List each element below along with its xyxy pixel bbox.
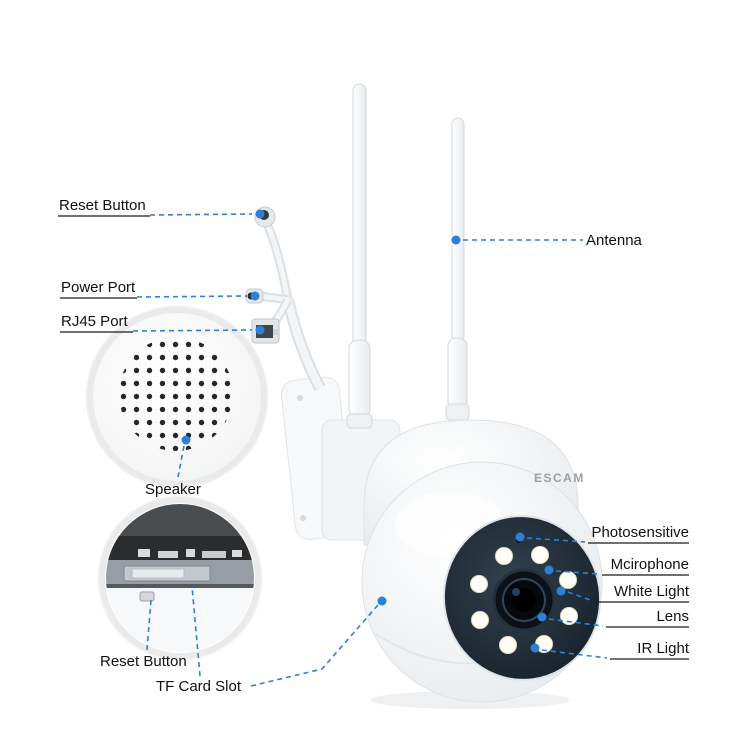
leader-line: [136, 295, 248, 298]
leader-line: [149, 213, 253, 216]
label-lens: Lens: [656, 608, 689, 625]
speaker-hole-grid: [119, 337, 233, 451]
antenna-right: [445, 117, 470, 421]
label-tf-card-slot: TF Card Slot: [156, 678, 242, 695]
annotation-dots: [181, 209, 566, 653]
led: [471, 611, 489, 629]
rj45-cable-connector: [251, 318, 280, 344]
antenna-left: [346, 83, 373, 429]
label-reset-button-bottom: Reset Button: [100, 653, 187, 670]
marker-dot: [537, 612, 547, 622]
marker-dot: [255, 325, 265, 335]
label-microphone: Mcirophone: [610, 556, 689, 573]
led: [470, 575, 488, 593]
led: [559, 571, 577, 589]
label-white-light: White Light: [613, 583, 689, 600]
marker-dot: [530, 643, 540, 653]
label-photosensitive: Photosensitive: [591, 524, 689, 541]
marker-dot: [250, 291, 260, 301]
label-rj45-port: RJ45 Port: [61, 313, 128, 330]
marker-dot: [451, 235, 461, 245]
label-power-port: Power Port: [61, 279, 136, 296]
leader-line: [526, 537, 586, 543]
leader-line: [250, 604, 379, 687]
pigtail-cables: [258, 219, 326, 391]
leader-line: [191, 585, 201, 677]
brand-logo: ESCAM: [534, 471, 585, 485]
led: [499, 636, 517, 654]
leader-line: [132, 329, 253, 332]
label-underlines: [58, 215, 689, 660]
lens: [492, 568, 556, 632]
leader-lines: [132, 213, 608, 687]
marker-dot: [515, 532, 525, 542]
label-reset-button-top: Reset Button: [59, 197, 146, 214]
led: [531, 546, 549, 564]
label-ir-light: IR Light: [637, 640, 689, 657]
marker-dot: [255, 209, 265, 219]
marker-dot: [544, 565, 554, 575]
tf-inset: [97, 495, 263, 661]
reset-button-detail: [139, 591, 155, 602]
leader-line: [555, 570, 600, 575]
leader-line: [567, 591, 594, 602]
leader-line: [548, 618, 604, 627]
tf-card: [131, 568, 185, 579]
leader-line: [541, 649, 608, 659]
led: [495, 547, 513, 565]
marker-dot: [181, 435, 191, 445]
marker-dot: [556, 586, 566, 596]
marker-dot: [377, 596, 387, 606]
label-speaker: Speaker: [145, 481, 201, 498]
speaker-inset: [85, 305, 269, 489]
led: [560, 607, 578, 625]
label-antenna: Antenna: [586, 232, 642, 249]
